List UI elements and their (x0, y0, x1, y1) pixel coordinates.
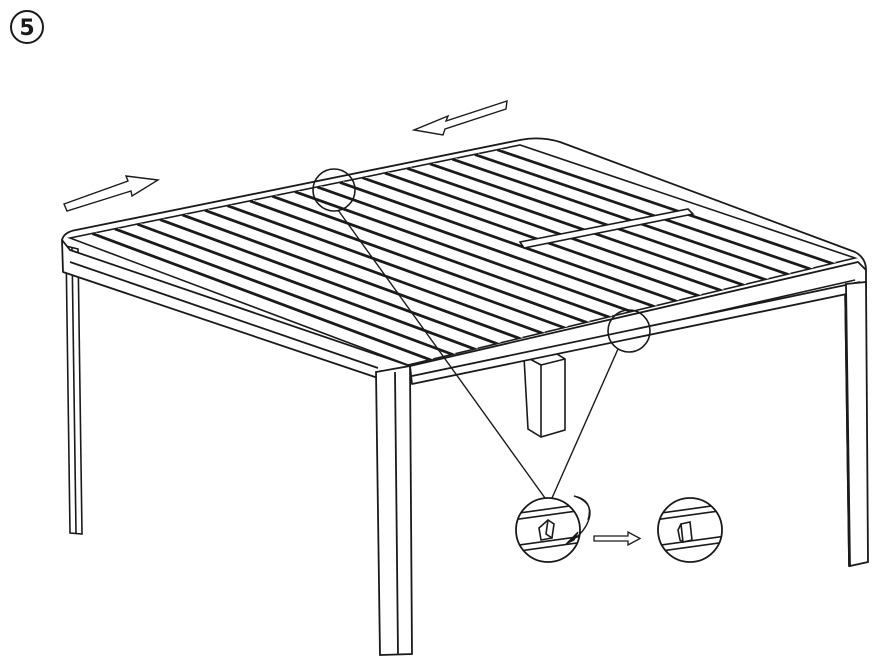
step-number-label: 5 (19, 16, 34, 41)
table-slats (91, 148, 836, 362)
slat-gap-highlight (432, 162, 769, 280)
slat-gap-highlight (500, 148, 836, 264)
slat-gap-highlight (455, 157, 792, 274)
slat-gap-line (249, 199, 588, 324)
slat-gap-highlight (297, 190, 635, 312)
slat-gap-line (339, 180, 677, 303)
slat-gap-line (496, 148, 834, 265)
slat-gap-line (136, 222, 476, 351)
slat-gap-highlight (207, 209, 546, 333)
table-leg-right (845, 281, 869, 568)
slat-gap-line (204, 208, 543, 335)
slat-gap-line (316, 185, 655, 308)
slat-gap-highlight (162, 218, 501, 344)
slat-gap-highlight (275, 195, 613, 317)
slat-gap-line (429, 162, 767, 281)
slat-gap-line (114, 227, 454, 356)
slat-gap-line (271, 194, 610, 319)
slat-gap-highlight (477, 153, 814, 269)
zoom-detail-clip-locked (657, 497, 723, 563)
double-line-arrow-icon (593, 530, 642, 547)
callout-lines (337, 209, 619, 499)
slat-gap-highlight (95, 232, 434, 360)
table-top (67, 144, 858, 366)
slat-gap-line (159, 217, 498, 346)
slat-gap-line (406, 166, 744, 287)
slat-gap-highlight (117, 227, 456, 355)
slide-right-arrow-icon (63, 175, 161, 212)
detail-circle-top (312, 168, 356, 212)
slat-gap-line (451, 157, 789, 276)
table-leg-front-left (375, 364, 413, 656)
clip-tab-rotated-icon (538, 518, 555, 541)
slat-gap-highlight (252, 199, 590, 322)
slat-gap-line (384, 171, 722, 292)
step-number-badge: 5 (10, 10, 44, 44)
clip-tab-locked-icon (677, 521, 693, 543)
slat-gap-line (474, 152, 811, 271)
slat-gap-line (361, 176, 700, 297)
slat-gap-line (91, 231, 431, 362)
extension-leaf-seam (518, 208, 695, 249)
slat-gap-highlight (387, 171, 725, 290)
slat-gap-highlight (185, 213, 523, 339)
slat-gap-highlight (365, 176, 702, 296)
slat-gap-line (294, 189, 633, 314)
slat-gap-line (226, 203, 565, 330)
slide-left-arrow-icon (411, 99, 508, 136)
table-leg-back-left (65, 244, 83, 535)
curved-rotate-arrow-icon (565, 495, 591, 545)
zoom-detail-clip-rotate (515, 495, 591, 563)
slat-gap-line (181, 213, 521, 340)
slat-gap-highlight (410, 167, 747, 285)
center-support-post (523, 350, 566, 438)
slat-gap-highlight (342, 181, 680, 301)
slat-gap-highlight (230, 204, 568, 328)
slat-gap-highlight (320, 185, 657, 306)
detail-circle-front (607, 309, 651, 353)
